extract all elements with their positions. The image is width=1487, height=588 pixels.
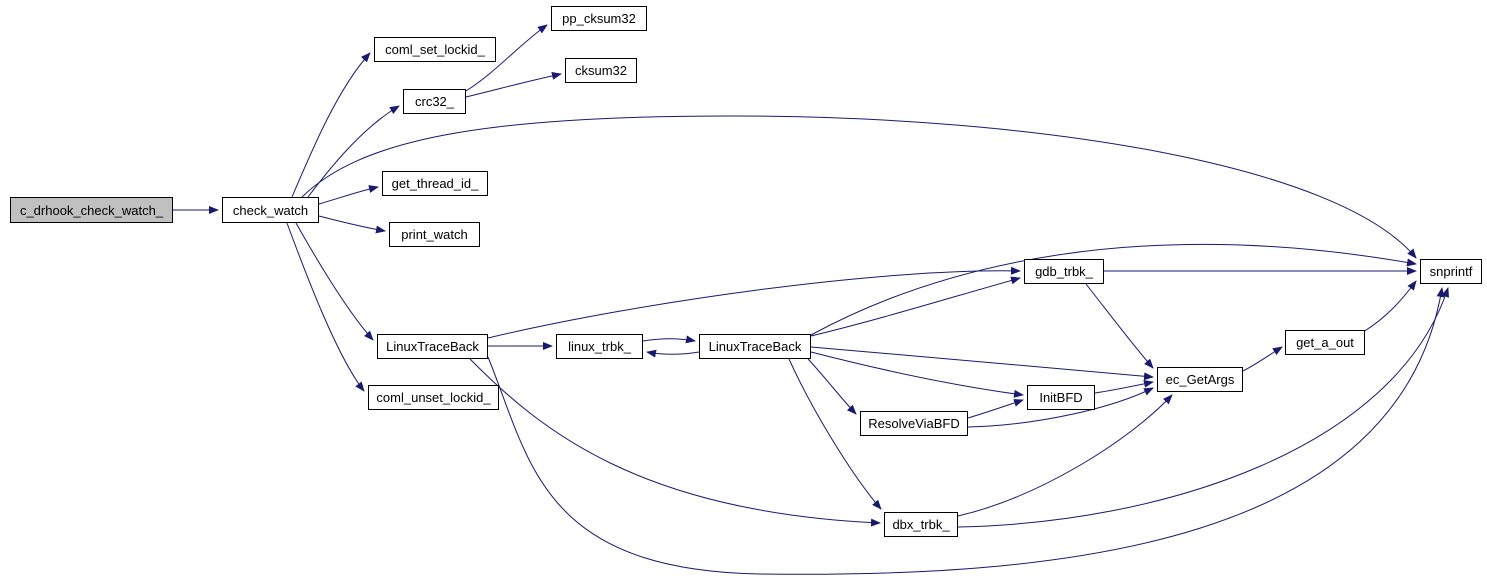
edge-checkwatch-to-ltb1: [295, 222, 374, 341]
node-linux-trbk[interactable]: linux_trbk_: [556, 334, 643, 359]
edge-checkwatch-to-comlsetlockid: [291, 52, 371, 198]
edge-ltb2-to-dbxtrbk: [788, 358, 882, 510]
node-coml-set-lockid[interactable]: coml_set_lockid_: [374, 37, 496, 62]
edge-ltb2-to-linuxtrbk: [646, 349, 700, 358]
edge-dbxtrbk-to-snprintf: [957, 287, 1449, 528]
node-linuxtraceback-2[interactable]: LinuxTraceBack: [699, 334, 811, 359]
node-snprintf[interactable]: snprintf: [1420, 259, 1482, 284]
node-pp-cksum32[interactable]: pp_cksum32: [551, 6, 647, 31]
node-get-a-out[interactable]: get_a_out: [1285, 330, 1365, 355]
edge-ltb2-to-gdbtrbk: [810, 276, 1021, 337]
node-cksum32[interactable]: cksum32: [565, 58, 637, 83]
edge-resolveviabfd-to-ecgetargs: [967, 387, 1154, 428]
edge-crc32-to-ppcksum32: [465, 24, 548, 92]
edge-checkwatch-to-snprintf: [301, 115, 1417, 259]
edge-dbxtrbk-to-ecgetargs: [957, 394, 1173, 517]
edge-checkwatch-to-getthreadid: [318, 185, 379, 205]
edge-checkwatch-to-printwatch: [318, 215, 386, 234]
node-gdb-trbk[interactable]: gdb_trbk_: [1024, 259, 1104, 284]
edge-checkwatch-to-crc32: [307, 105, 400, 198]
edge-getaout-to-snprintf: [1362, 280, 1417, 333]
edge-ltb2-to-resolveviabfd: [807, 358, 857, 415]
node-initbfd[interactable]: InitBFD: [1027, 385, 1095, 410]
node-ec-getargs[interactable]: ec_GetArgs: [1157, 367, 1243, 392]
node-check-watch[interactable]: check_watch: [222, 197, 319, 223]
edge-crc32-to-cksum32: [465, 71, 562, 98]
edge-checkwatch-to-comlunsetlockid: [286, 222, 365, 392]
edge-resolveviabfd-to-initbfd: [967, 399, 1024, 419]
node-dbx-trbk[interactable]: dbx_trbk_: [884, 512, 958, 537]
edge-ltb2-to-ecgetargs: [810, 346, 1154, 381]
node-c-drhook-check-watch: c_drhook_check_watch_: [10, 197, 173, 223]
edge-ltb1-to-snprintf: [487, 287, 1445, 575]
edge-ltb2-to-snprintf: [810, 243, 1417, 336]
edge-ltb1-to-dbxtrbk: [469, 358, 881, 527]
node-print-watch[interactable]: print_watch: [389, 222, 480, 247]
edge-ltb2-to-initbfd: [810, 351, 1024, 398]
edge-ecgetargs-to-getaout: [1242, 346, 1283, 372]
node-coml-unset-lockid[interactable]: coml_unset_lockid_: [368, 385, 499, 410]
edge-gdbtrbk-to-ecgetargs: [1085, 283, 1154, 369]
edge-linuxtrbk-to-ltb2: [642, 335, 696, 344]
node-resolveviabfd[interactable]: ResolveViaBFD: [860, 411, 968, 436]
edge-ltb1-to-gdbtrbk: [487, 266, 1021, 339]
edge-initbfd-to-ecgetargs: [1094, 379, 1154, 394]
node-get-thread-id[interactable]: get_thread_id_: [382, 171, 488, 196]
node-linuxtraceback-1[interactable]: LinuxTraceBack: [377, 334, 488, 359]
node-crc32[interactable]: crc32_: [403, 89, 466, 114]
